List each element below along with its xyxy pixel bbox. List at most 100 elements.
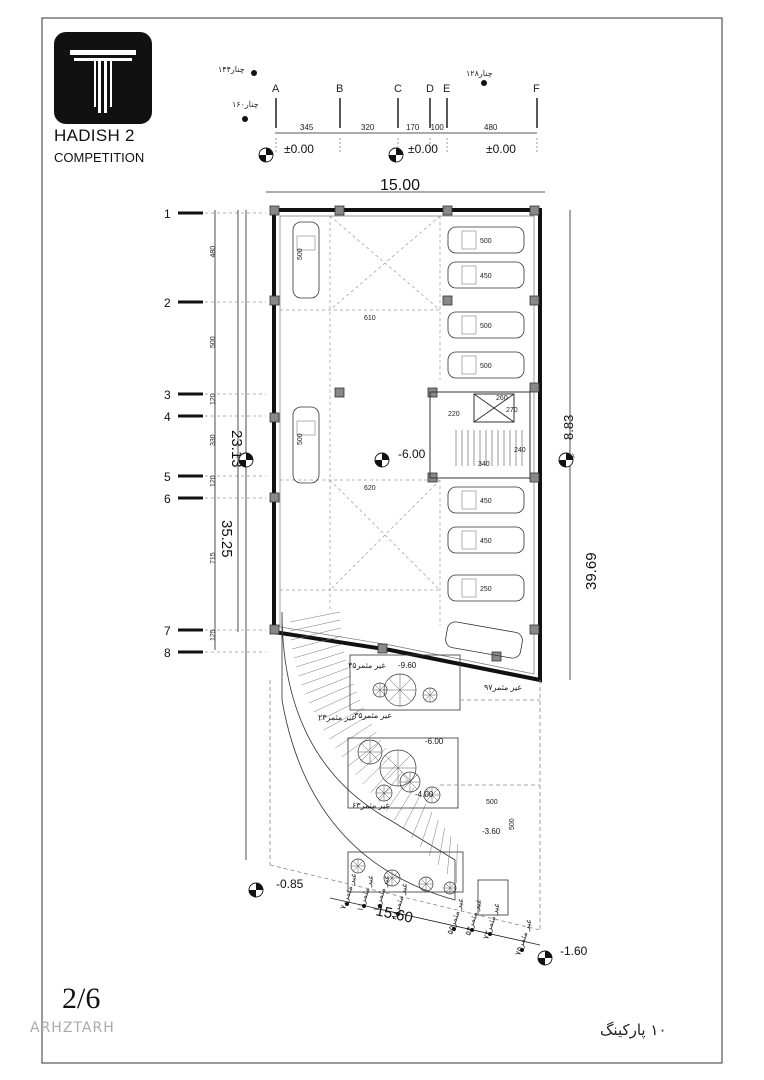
tree-icon	[418, 876, 434, 892]
dim-depth-right-small: 8.83	[561, 415, 576, 440]
tree-icon	[399, 771, 421, 793]
stall-dim: 450	[480, 538, 492, 545]
grid-row-4: 4	[164, 410, 171, 424]
level-top-mid: ±0.00	[408, 142, 438, 156]
car-stall: 450	[447, 261, 525, 289]
stall-dim: 500	[480, 363, 492, 370]
grid-row-3: 3	[164, 388, 171, 402]
grid-col-C: C	[394, 83, 402, 95]
stall-dim: 500	[297, 248, 304, 260]
level-court-d: -3.60	[482, 827, 501, 836]
stall-dim: 250	[480, 586, 492, 593]
grid-row-2: 2	[164, 296, 171, 310]
stair-260: 260	[496, 395, 508, 402]
tree-icon	[379, 749, 417, 787]
car-stall: 500	[292, 406, 320, 484]
car-stall: 500	[447, 226, 525, 254]
logo-mark	[54, 32, 152, 124]
stall-dim: 450	[480, 273, 492, 280]
row-spacing: 500	[210, 336, 217, 348]
car-stall: 500	[292, 221, 320, 299]
area-label-2: غیر مثمر۳۵	[354, 711, 392, 720]
col-spacing: 320	[361, 123, 375, 132]
level-court-a: -9.60	[398, 661, 417, 670]
level-court-c: -4.00	[415, 790, 434, 799]
level-front: -0.85	[276, 877, 304, 891]
sheet-border	[41, 17, 723, 1064]
tree-icon	[372, 682, 388, 698]
col-spacing: 480	[484, 123, 498, 132]
car-stall	[445, 621, 523, 659]
stall-dim: 450	[480, 498, 492, 505]
tree-icon	[383, 673, 417, 707]
level-marker-icon	[238, 452, 254, 468]
level-marker-icon	[248, 882, 264, 898]
landscape-plants	[350, 673, 457, 895]
row-spacing: 330	[210, 434, 217, 446]
page-number: 2/6	[62, 982, 101, 1015]
ramp-and-courtyard	[269, 611, 541, 931]
level-marker-icon	[558, 452, 574, 468]
row-spacing: 120	[210, 393, 217, 405]
level-court-b: -6.00	[425, 737, 444, 746]
level-symbols	[238, 147, 574, 966]
car-stall: 450	[447, 486, 525, 514]
level-top-left: ±0.00	[284, 142, 314, 156]
col-spacing: 345	[300, 123, 314, 132]
grid-row-6: 6	[164, 492, 171, 506]
stair-270: 270	[506, 407, 518, 414]
tree-icon	[423, 786, 441, 804]
stair-340: 340	[478, 461, 490, 468]
grid-row-1: 1	[164, 207, 171, 221]
neighbor-labels: چنار۱۴۴ چنار۱۶۰ چنار۱۲۸	[218, 65, 493, 109]
court-500v: 500	[509, 818, 516, 830]
level-ramp: -6.00	[398, 447, 426, 461]
stair-220: 220	[448, 411, 460, 418]
tree-icon	[375, 784, 393, 802]
logo-title: HADISH 2	[54, 126, 135, 145]
dim-depth-right: 39.69	[583, 552, 600, 590]
sheet-caption: ۱۰ پارکینگ	[600, 1021, 667, 1039]
logo-subtitle: COMPETITION	[54, 150, 145, 165]
tree-icon	[443, 881, 457, 895]
logo-t-icon	[70, 50, 136, 113]
level-marker-icon	[388, 147, 404, 163]
tree-icon	[422, 687, 438, 703]
stall-dim: 500	[480, 323, 492, 330]
grid-col-A: A	[272, 83, 280, 95]
level-corner: -1.60	[560, 944, 588, 958]
area-label-1: غیر مثمر۳۵	[348, 661, 386, 670]
parking-outline	[269, 205, 542, 683]
area-label-3: غیر مثمر۹۷	[484, 683, 522, 692]
tree-icon	[350, 858, 366, 874]
grid-row-8: 8	[164, 646, 171, 660]
row-spacing: 715	[210, 552, 217, 564]
col-spacing: 100	[431, 123, 445, 132]
dim-depth-b: 35.25	[218, 520, 235, 558]
dimension-lines	[214, 132, 571, 946]
level-top-right: ±0.00	[486, 142, 516, 156]
dim-width-top: 15.00	[380, 177, 420, 194]
area-label-4: غیر مثمر۶۳	[352, 801, 390, 810]
col-spacing: 170	[406, 123, 420, 132]
car-stall: 500	[447, 311, 525, 339]
grid-col-F: F	[533, 83, 540, 95]
court-500h: 500	[486, 799, 498, 806]
row-spacing: 480	[210, 246, 217, 258]
neighbor-dots	[242, 70, 487, 122]
aisle-top: 610	[364, 315, 376, 322]
level-marker-icon	[537, 950, 553, 966]
neighbor-128: چنار۱۲۸	[466, 69, 493, 78]
grid-col-B: B	[336, 83, 343, 95]
stall-dim: 500	[480, 238, 492, 245]
car-stall: 250	[447, 574, 525, 602]
tree-icon	[383, 869, 401, 887]
stair-240: 240	[514, 447, 526, 454]
grid-row-5: 5	[164, 470, 171, 484]
row-spacing: 120	[210, 475, 217, 487]
level-marker-icon	[374, 452, 390, 468]
